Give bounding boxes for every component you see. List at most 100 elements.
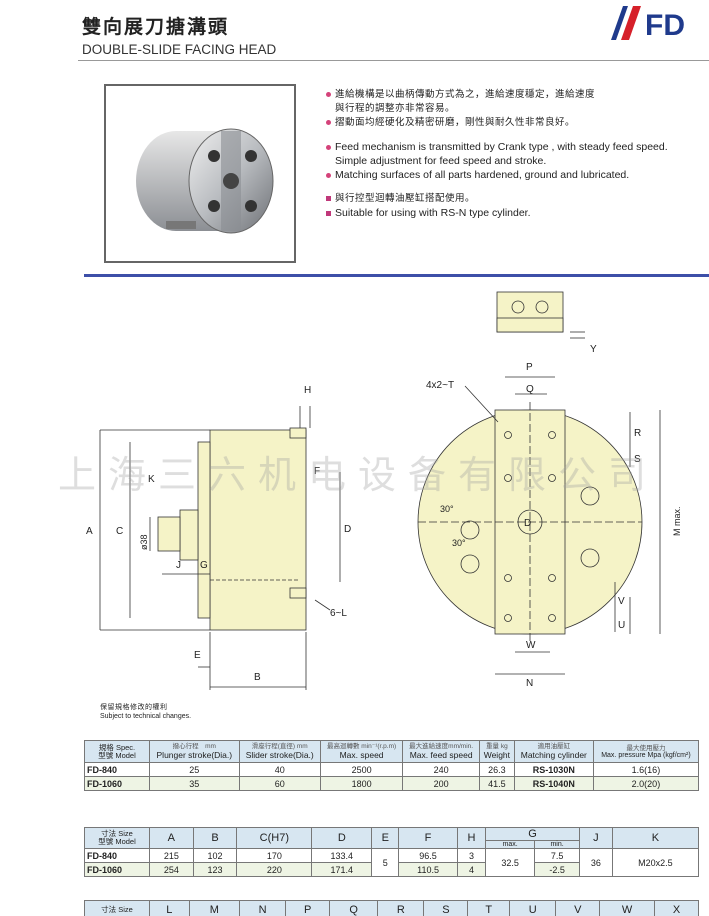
- size-header-d: D: [311, 827, 373, 849]
- size-header-e: E: [371, 827, 400, 849]
- size-cell: 215: [149, 848, 194, 863]
- note-en-2: Matching surfaces of all parts hardened,…: [335, 169, 630, 181]
- spec-header-2-en: Slider stroke(Dia.): [245, 750, 314, 760]
- size-cell: FD-840: [84, 848, 150, 863]
- spec-header-3-en: Max. speed: [339, 750, 384, 760]
- size-cell: 133.4: [311, 848, 373, 863]
- size2-header-u: U: [509, 900, 557, 916]
- spec-header-3-cn: 最高迴轉數 min⁻¹(r.p.m): [327, 743, 397, 750]
- spec-cell: 35: [149, 776, 240, 791]
- size-cell: 170: [236, 848, 313, 863]
- size-cell: FD-1060: [84, 862, 150, 877]
- spec-cell: 40: [238, 762, 321, 777]
- dim-label-s: S: [634, 454, 641, 465]
- dim-label-e: E: [194, 650, 201, 661]
- spec-header-1-cn: 撥心行程 mm: [172, 743, 216, 750]
- size-header-f: F: [398, 827, 458, 849]
- spec-header-5-cn: 重量 kg: [486, 743, 508, 750]
- spec-header-spec: 規格 Spec.: [98, 742, 136, 752]
- dim-label-a: A: [86, 526, 93, 537]
- dim-label-c: C: [116, 526, 123, 537]
- note-cn-1: 進給機構是以曲柄傳動方式為之，進給速度穩定，進給速度: [335, 89, 596, 100]
- product-photo: [104, 84, 296, 263]
- company-watermark: 上海三六机电设备有限公司: [58, 453, 659, 497]
- dim-label-t: 4x2~T: [426, 380, 454, 391]
- size-header-c: C(H7): [236, 827, 313, 849]
- size-cell: 254: [149, 862, 194, 877]
- size2-header-q: Q: [329, 900, 379, 916]
- size2-header-s: S: [423, 900, 469, 916]
- spec-cell: 1.6(16): [592, 762, 700, 777]
- spec-cell: 240: [402, 762, 480, 777]
- dim-label-p: P: [526, 362, 533, 373]
- note-cn-1b: 與行程的調整亦非常容易。: [335, 103, 456, 114]
- size-cell: 7.5: [534, 848, 580, 863]
- bullet-icon: [326, 210, 331, 216]
- dim-label-r: R: [634, 428, 641, 439]
- facing-head-illustration: [136, 128, 274, 234]
- note-cn-2: 摺動面均經硬化及精密研磨，剛性與耐久性非常良好。: [335, 117, 576, 128]
- spec-cell: 60: [238, 776, 321, 791]
- size-header-model: 型號 Model: [98, 837, 136, 846]
- spec-cell: 1800: [319, 776, 404, 791]
- spec-header-4-cn: 最大進給速度mm/min.: [409, 743, 474, 750]
- size-cell: 3: [456, 848, 487, 863]
- dim-label-h: H: [304, 385, 311, 396]
- brand-text: FD: [645, 9, 685, 40]
- page-title-english: DOUBLE-SLIDE FACING HEAD: [82, 42, 277, 57]
- size-header-g-min: min.: [534, 840, 580, 849]
- subject-to-change-note: 保留規格修改的權利 Subject to technical changes.: [100, 703, 191, 721]
- size2-header-p: P: [285, 900, 331, 916]
- spec-cell: FD-840: [84, 762, 150, 777]
- size-cell: -2.5: [534, 862, 580, 877]
- dim-label-angle-2: 30°: [452, 538, 466, 548]
- bullet-icon: [326, 92, 331, 97]
- size2-header-v: V: [555, 900, 601, 916]
- section-divider: [84, 274, 709, 277]
- dim-label-d: D: [344, 524, 351, 535]
- size-cell: 32.5: [485, 848, 536, 877]
- size-header-size: 寸法 Size: [101, 829, 133, 838]
- size-cell: M20x2.5: [611, 848, 700, 877]
- size-header-k: K: [611, 827, 700, 849]
- fd-brand-logo: FD: [611, 6, 685, 40]
- spec-cell: RS-1030N: [513, 762, 594, 777]
- spec-header-model: 型號 Model: [98, 750, 136, 760]
- size2-header-m: M: [188, 900, 241, 916]
- size-cell: 96.5: [398, 848, 458, 863]
- note-en-3: Suitable for using with RS-N type cylind…: [335, 207, 531, 219]
- spec-cell: FD-1060: [84, 776, 150, 791]
- feature-notes: 進給機構是以曲柄傳動方式為之，進給速度穩定，進給速度 與行程的調整亦非常容易。 …: [326, 88, 709, 220]
- dim-label-w: W: [526, 640, 536, 651]
- dim-label-g: G: [200, 560, 208, 571]
- spec-cell: 200: [402, 776, 480, 791]
- spec-cell: RS-1040N: [513, 776, 594, 791]
- size-table-2-partial: 寸法 Size L M N P Q R S T U V W X: [84, 900, 709, 916]
- dim-label-d-center: D: [524, 518, 531, 529]
- spec-header-1-en: Plunger stroke(Dia.): [156, 750, 233, 760]
- spec-header-5-en: Weight: [483, 750, 511, 760]
- technical-drawing: H A C K ø38 F D J G 6~L E B 4x2~T P Q R …: [86, 291, 682, 690]
- dim-label-j: J: [176, 560, 181, 571]
- spec-cell: 26.3: [478, 762, 515, 777]
- spec-header-7-en: Max. pressure Mpa (kgf/cm²): [601, 751, 691, 759]
- size-cell: 5: [371, 848, 400, 877]
- table-row: FD-840 25 40 2500 240 26.3 RS-1030N 1.6(…: [84, 762, 700, 777]
- spec-cell: 2500: [319, 762, 404, 777]
- spec-header-6-en: Matching cylinder: [520, 750, 587, 760]
- spec-header-2-cn: 滑座行程(直徑) mm: [251, 743, 308, 750]
- table-row: FD-1060 35 60 1800 200 41.5 RS-1040N 2.0…: [84, 776, 700, 791]
- dim-label-v: V: [618, 596, 625, 607]
- size-header-h: H: [456, 827, 487, 849]
- size-header-a: A: [149, 827, 194, 849]
- spec-cell: 2.0(20): [592, 776, 700, 791]
- size2-header-r: R: [377, 900, 425, 916]
- dim-label-m-max: M max.: [672, 506, 682, 536]
- dim-label-k: K: [148, 474, 155, 485]
- bullet-icon: [326, 144, 331, 150]
- size-cell: 171.4: [311, 862, 373, 877]
- size-header-b: B: [192, 827, 238, 849]
- size2-header-t: T: [467, 900, 511, 916]
